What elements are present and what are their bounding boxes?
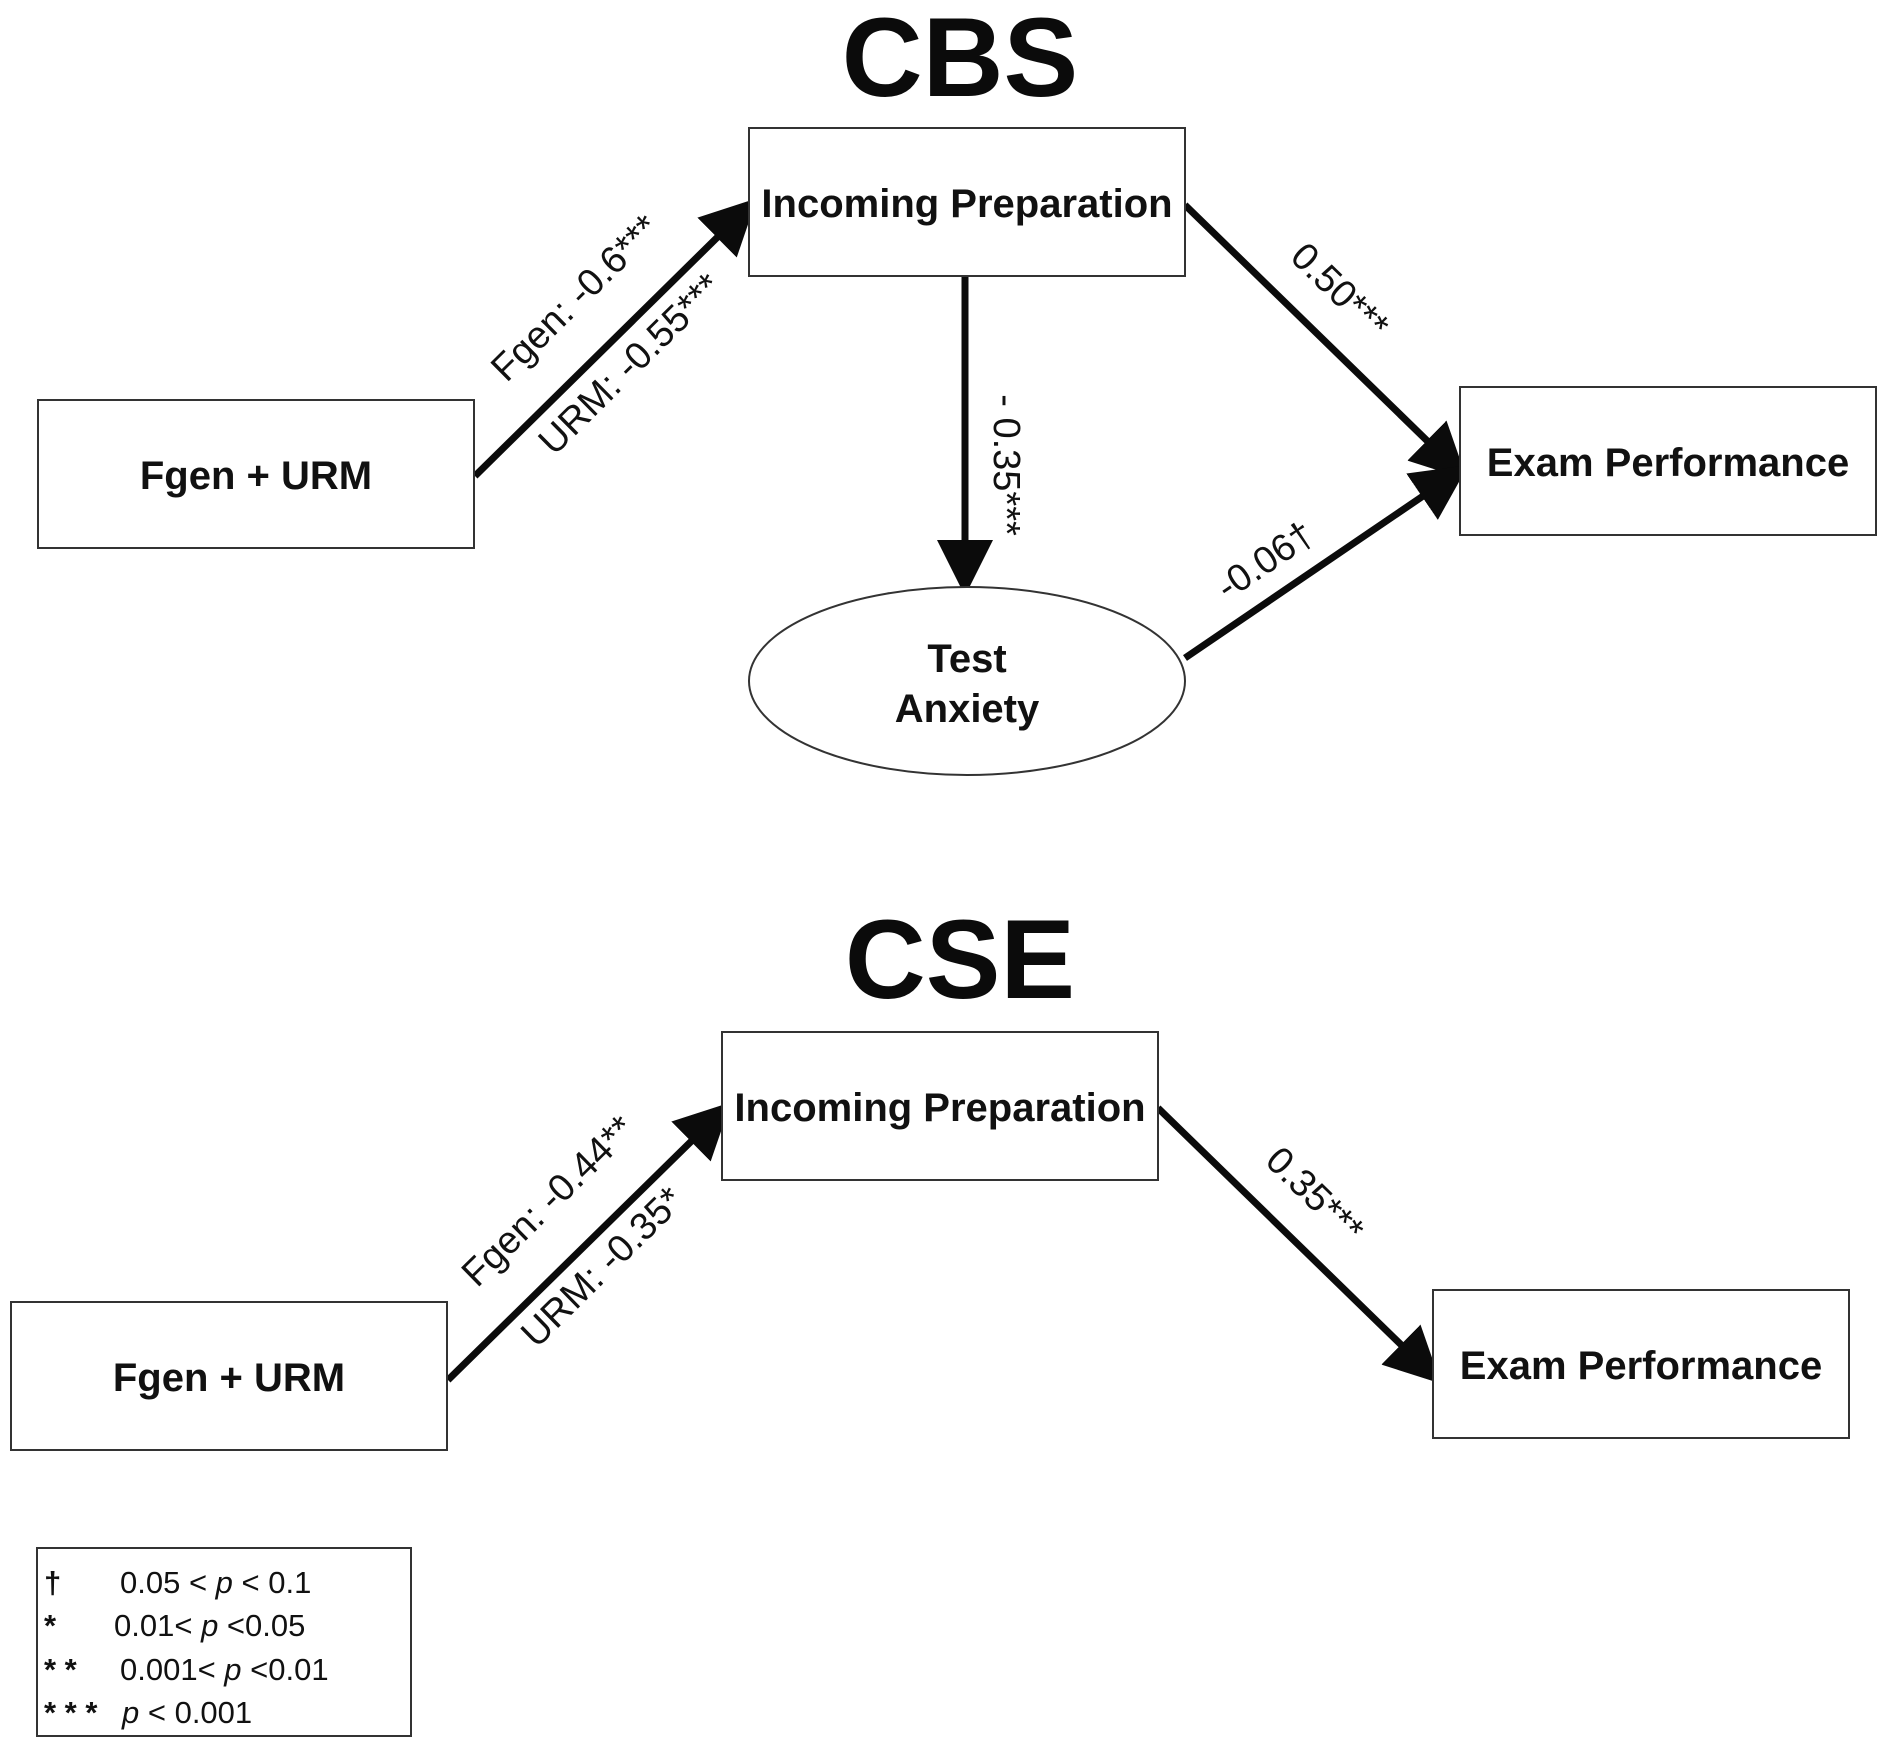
cbs-edge-label-prep-to-exam: 0.50*** [1282, 235, 1396, 348]
legend-symbol-two-stars: * * [44, 1652, 78, 1687]
cbs-node-fgen-urm: Fgen + URM [37, 399, 475, 549]
cse-title: CSE [845, 897, 1075, 1022]
cse-node-fgen-urm: Fgen + URM [10, 1301, 448, 1451]
cbs-node-test-anxiety: Test Anxiety [748, 586, 1186, 776]
cse-arrow-prep-to-exam [1155, 1105, 1442, 1384]
legend-range-dagger: 0.05 < p < 0.1 [120, 1565, 311, 1600]
cse-arrow-fgen-to-prep [445, 1102, 731, 1383]
legend-range-two-stars: 0.001< p <0.01 [120, 1652, 329, 1687]
significance-legend: † 0.05 < p < 0.1 * 0.01< p <0.05 * * 0.0… [36, 1547, 412, 1737]
legend-range-three-stars: p < 0.001 [121, 1695, 252, 1730]
cbs-node-test-anxiety-label-line2: Anxiety [895, 687, 1040, 731]
cbs-node-test-anxiety-label-line1: Test [927, 637, 1006, 681]
legend-box [36, 1547, 412, 1737]
cbs-node-exam-performance: Exam Performance [1459, 386, 1877, 536]
cbs-arrow-prep-to-exam [1182, 202, 1468, 480]
cbs-node-fgen-urm-label: Fgen + URM [140, 454, 372, 498]
cse-edge-label-prep-to-exam: 0.35*** [1257, 1139, 1371, 1252]
cbs-title: CBS [842, 0, 1078, 120]
legend-range-one-star: 0.01< p <0.05 [114, 1608, 305, 1643]
cbs-edge-label-prep-to-anxiety: - 0.35*** [985, 394, 1027, 536]
cse-panel: CSE Fgen + URM Incoming Preparation Exam… [10, 897, 1850, 1451]
cse-node-exam-performance-label: Exam Performance [1460, 1344, 1822, 1388]
cse-node-incoming-preparation-label: Incoming Preparation [734, 1086, 1145, 1130]
cse-node-incoming-preparation: Incoming Preparation [721, 1031, 1159, 1181]
cse-node-exam-performance: Exam Performance [1432, 1289, 1850, 1439]
legend-symbol-one-star: * [44, 1608, 57, 1643]
cbs-node-exam-performance-label: Exam Performance [1487, 441, 1849, 485]
cbs-arrow-anxiety-to-exam [1183, 465, 1469, 661]
cbs-panel: CBS Fgen + URM Incoming Preparation Exam… [37, 0, 1877, 776]
cbs-node-incoming-preparation: Incoming Preparation [748, 127, 1186, 277]
cbs-arrow-fgen-to-prep [472, 198, 757, 479]
cse-node-fgen-urm-label: Fgen + URM [113, 1356, 345, 1400]
legend-symbol-three-stars: * * * [44, 1695, 98, 1730]
cbs-edge-label-anxiety-to-exam: -0.06† [1209, 513, 1322, 608]
cbs-node-incoming-preparation-label: Incoming Preparation [761, 182, 1172, 226]
legend-symbol-dagger: † [44, 1565, 61, 1600]
